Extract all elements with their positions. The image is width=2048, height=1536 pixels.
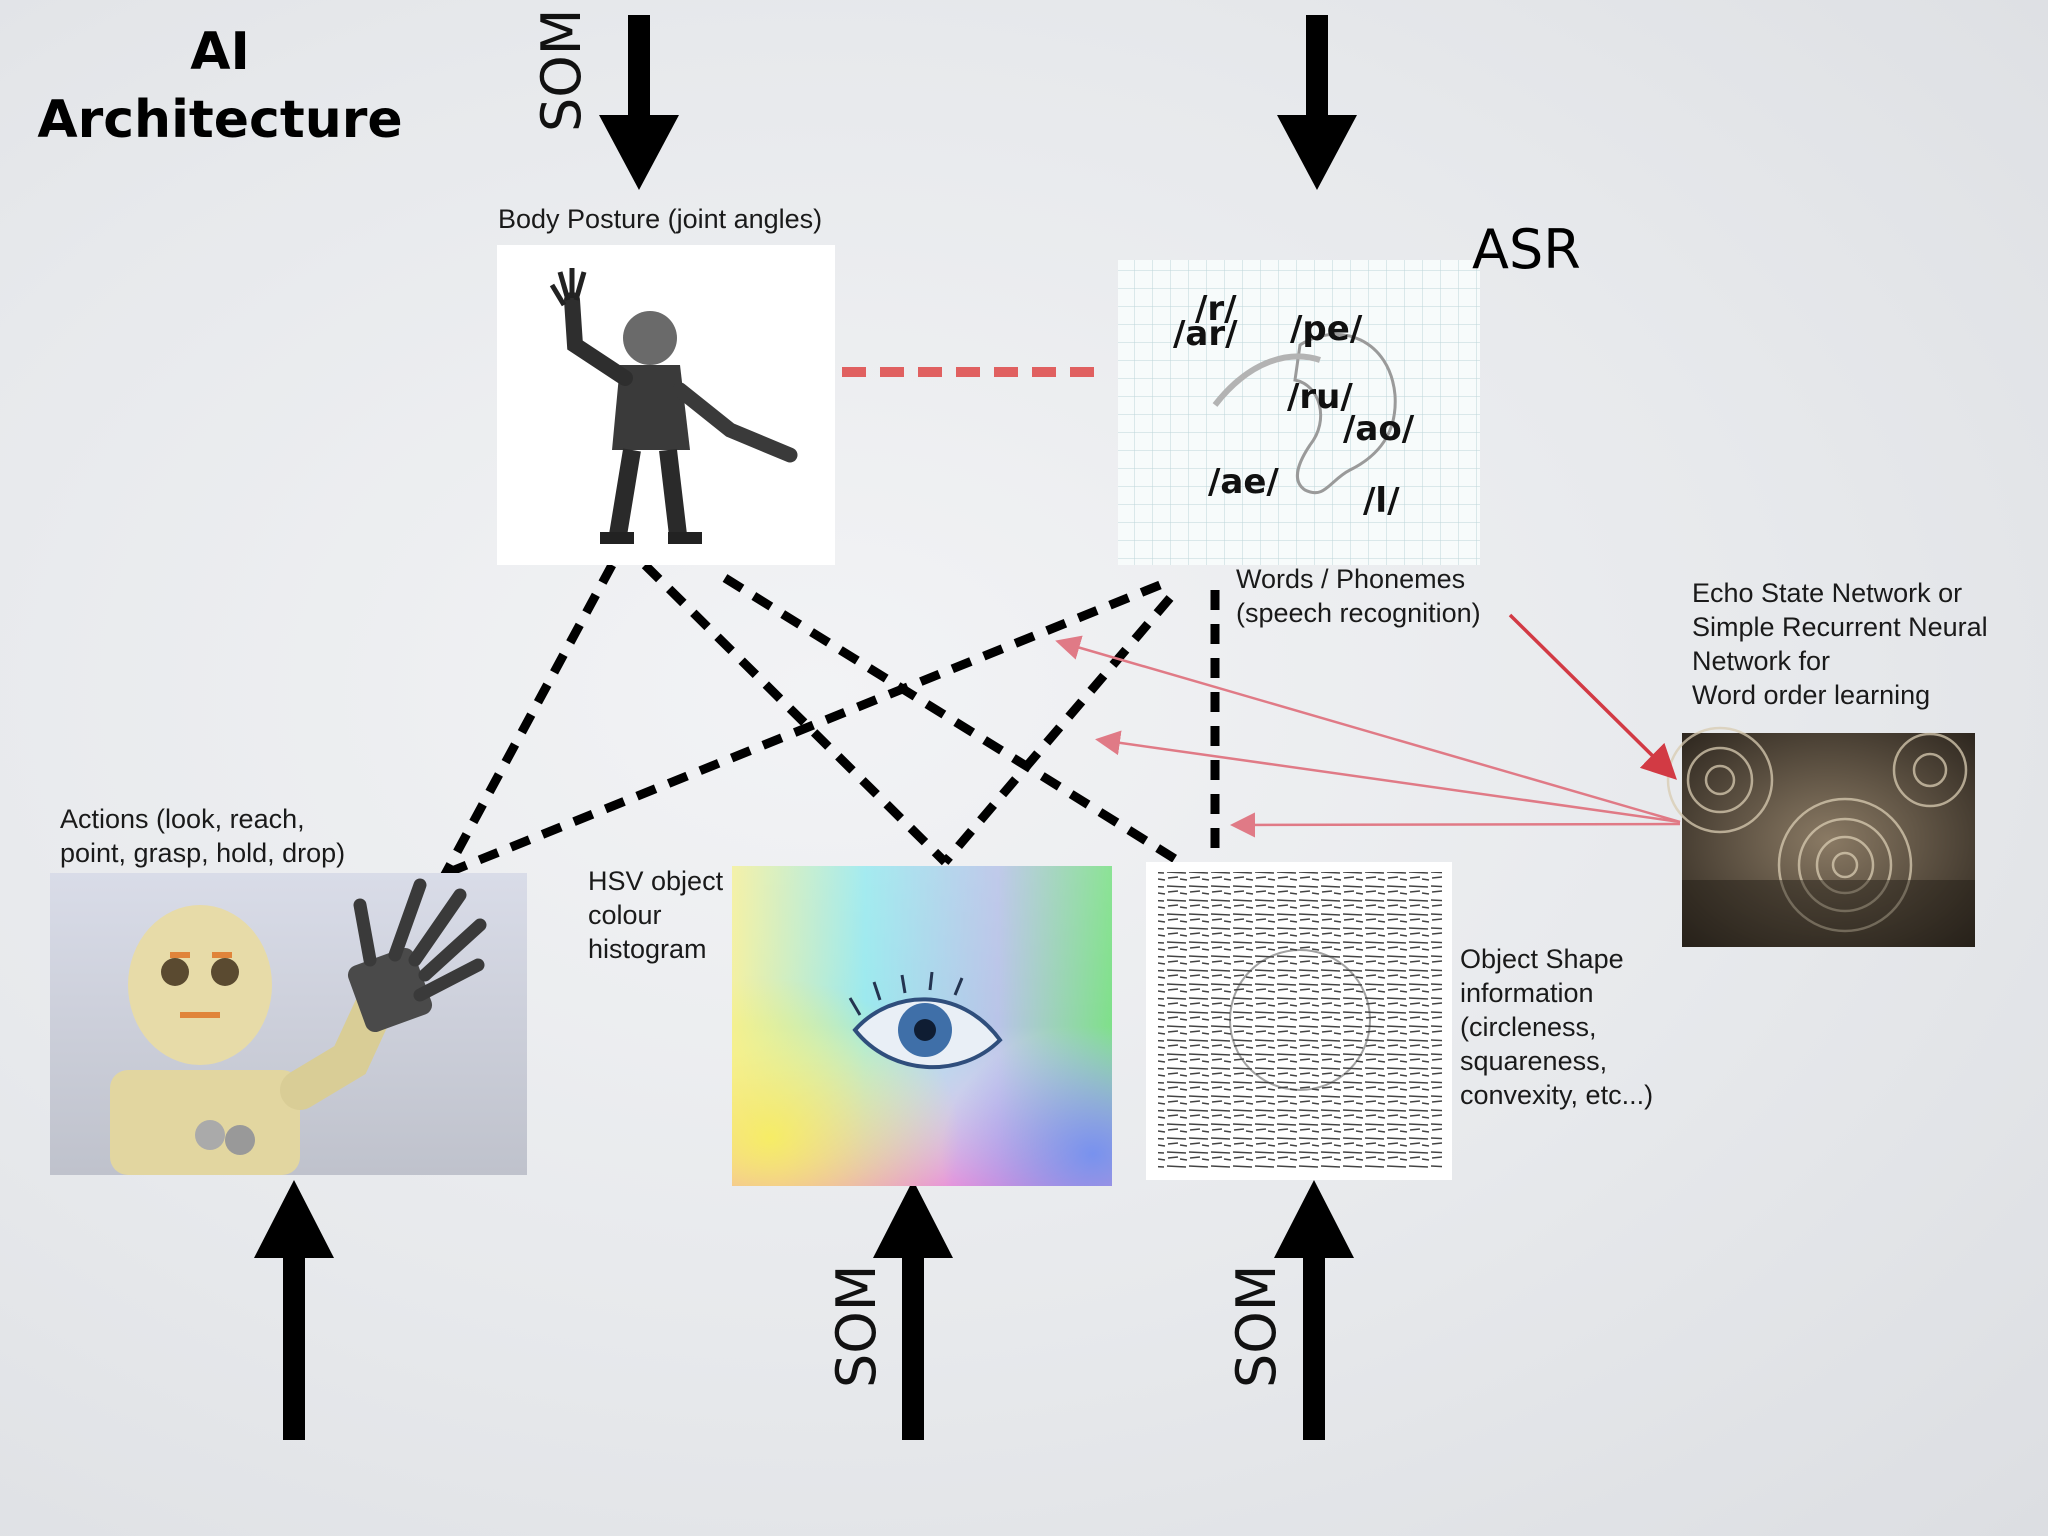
arrow-asr-input [1277, 15, 1357, 190]
shape-label-line-1: Object Shape [1460, 944, 1624, 974]
shape-label: Object Shape information (circleness, sq… [1460, 942, 1653, 1112]
hsv-label-line-3: histogram [588, 934, 707, 964]
phoneme-image: /r/ /ar/ /pe/ /ru/ /ao/ /ae/ /l/ [1118, 260, 1480, 565]
phoneme-ae: /ae/ [1208, 462, 1279, 502]
phoneme-ao: /ao/ [1343, 409, 1415, 449]
dashed-connections [438, 561, 1220, 883]
som-label-hsv: SOM [825, 1264, 888, 1388]
phoneme-ru: /ru/ [1287, 377, 1353, 417]
som-arrow-body-posture [599, 15, 679, 190]
echo-state-label: Echo State Network or Simple Recurrent N… [1692, 576, 1988, 712]
body-posture-label: Body Posture (joint angles) [498, 204, 823, 234]
hsv-histogram-image [732, 866, 1112, 1186]
arrow-words-to-echo [1508, 613, 1677, 780]
actions-label-line-2: point, grasp, hold, drop) [60, 838, 346, 868]
page-title: AI Architecture [20, 18, 420, 154]
arrow-echo-to-words-2 [1095, 730, 1681, 824]
words-label-line-2: (speech recognition) [1236, 598, 1481, 628]
echo-state-image [1666, 726, 1975, 947]
hsv-label: HSV object colour histogram [588, 864, 723, 966]
shape-label-line-2: information [1460, 978, 1594, 1008]
echo-label-line-2: Simple Recurrent Neural [1692, 612, 1988, 642]
som-arrow-hsv [873, 1180, 953, 1440]
hsv-label-line-1: HSV object [588, 866, 724, 896]
title-line-1: AI [190, 22, 250, 82]
echo-label-line-3: Network for [1692, 646, 1831, 676]
hsv-label-line-2: colour [588, 900, 662, 930]
actions-label: Actions (look, reach, point, grasp, hold… [60, 802, 345, 870]
phoneme-ar: /ar/ [1173, 314, 1238, 354]
som-label-shape: SOM [1225, 1264, 1288, 1388]
body-posture-image [497, 245, 835, 565]
echo-label-line-4: Word order learning [1692, 680, 1931, 710]
phoneme-r: /r/ [1195, 289, 1237, 329]
phoneme-pe: /pe/ [1290, 309, 1363, 349]
shape-label-line-4: squareness, [1460, 1046, 1608, 1076]
asr-label: ASR [1472, 218, 1581, 281]
som-arrow-shape [1274, 1180, 1354, 1440]
arrow-actions-input [254, 1180, 334, 1440]
words-label-line-1: Words / Phonemes [1236, 564, 1466, 594]
actions-label-line-1: Actions (look, reach, [60, 804, 305, 834]
arrow-echo-to-words-1 [1055, 635, 1681, 824]
phoneme-l: /l/ [1363, 481, 1400, 521]
shape-label-line-5: convexity, etc...) [1460, 1080, 1654, 1110]
title-line-2: Architecture [37, 90, 403, 150]
echo-label-line-1: Echo State Network or [1692, 578, 1963, 608]
words-label: Words / Phonemes (speech recognition) [1236, 562, 1481, 630]
arrow-echo-to-words-3 [1230, 812, 1681, 838]
shape-label-line-3: (circleness, [1460, 1012, 1597, 1042]
actions-robot-image [50, 873, 527, 1175]
som-label-top: SOM [530, 8, 593, 132]
object-shape-image [1146, 862, 1452, 1180]
